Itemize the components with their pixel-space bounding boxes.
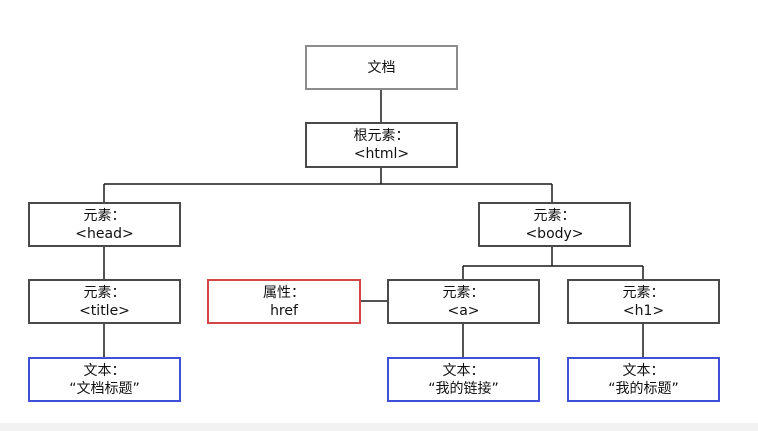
node-tag-label: href [270,302,298,319]
node-kind-label: 文本： [442,362,485,379]
node-tag-label: <h1> [622,302,665,319]
node-kind-label: 文本： [622,362,665,379]
node-tag-label: <title> [79,302,130,319]
bottom-strip [0,423,758,431]
document-node: 文档 [305,45,458,90]
title-element-node: 元素： <title> [28,279,181,324]
node-tag-label: <head> [75,225,134,242]
node-tag-label: <body> [525,225,584,242]
title-text-node: 文本： “文档标题” [28,357,181,402]
node-tag-label: <a> [447,302,480,319]
node-tag-label: <html> [353,146,410,162]
h1-element-node: 元素： <h1> [567,279,720,324]
node-kind-label: 元素： [83,284,126,301]
node-kind-label: 文本： [83,362,126,379]
node-kind-label: 元素： [442,284,485,301]
node-text-value: “我的链接” [428,380,499,397]
link-text-node: 文本： “我的链接” [387,357,540,402]
node-kind-label: 元素： [622,284,665,301]
href-attribute-node: 属性： href [207,279,361,324]
node-kind-label: 元素： [533,207,576,224]
node-kind-label: 根元素： [353,128,410,144]
a-element-node: 元素： <a> [387,279,540,324]
heading-text-node: 文本： “我的标题” [567,357,720,402]
root-element-node: 根元素： <html> [305,122,458,168]
node-kind-label: 元素： [83,207,126,224]
body-element-node: 元素： <body> [478,202,631,247]
node-text-value: “我的标题” [608,380,679,397]
node-kind-label: 属性： [263,284,305,301]
document-label: 文档 [367,59,396,76]
node-text-value: “文档标题” [69,380,140,397]
head-element-node: 元素： <head> [28,202,181,247]
